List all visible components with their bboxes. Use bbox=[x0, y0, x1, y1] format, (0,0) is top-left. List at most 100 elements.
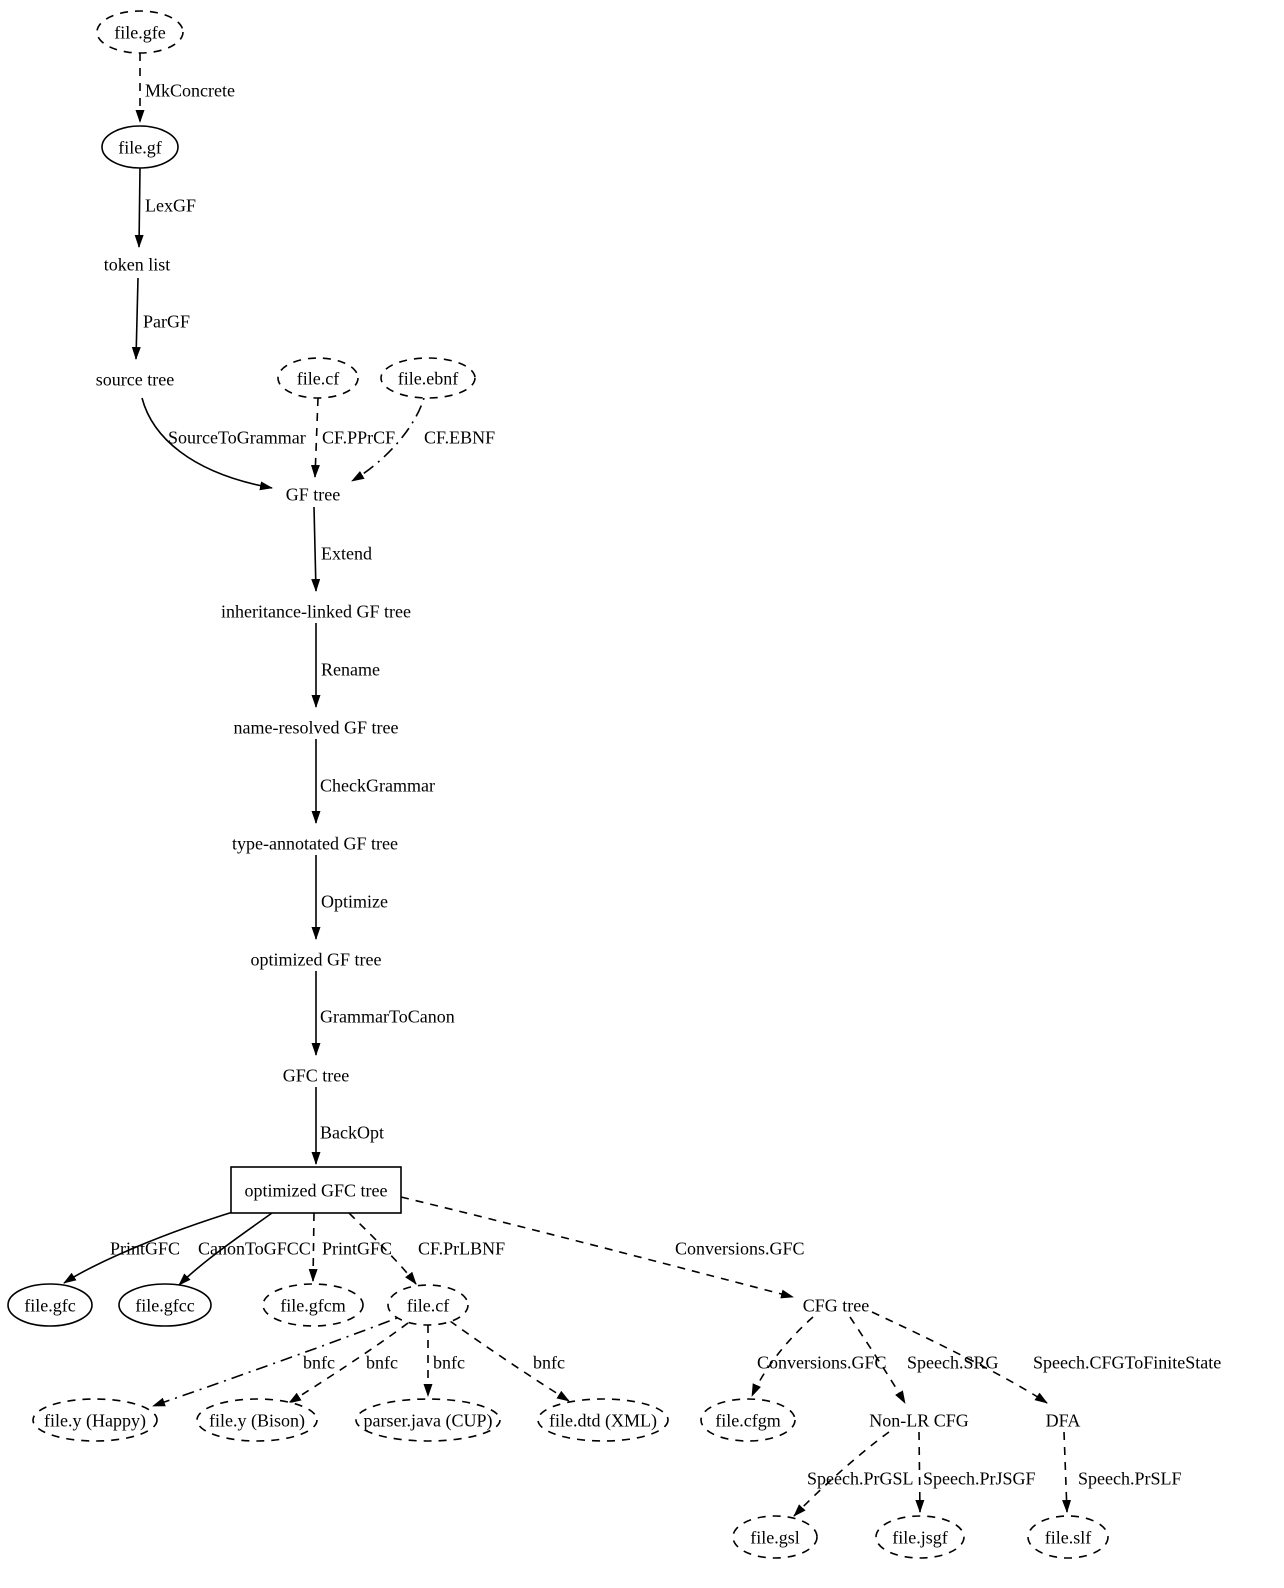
file-y-bison-label: file.y (Bison) bbox=[209, 1410, 305, 1431]
edge-label-non-lr-cfg--file-gsl: Speech.PrGSL bbox=[807, 1468, 914, 1488]
edge-line-dfa--file-slf bbox=[1062, 1431, 1072, 1513]
node-file-gfc: file.gfc bbox=[7, 1283, 93, 1327]
edge-file-cf-bottom--file-y-happy: bnfc bbox=[152, 1317, 398, 1407]
edge-optimized-gfc-tree--file-cf-bottom: CF.PrLBNF bbox=[348, 1212, 505, 1285]
edge-label-gf-tree--inheritance-linked-gf-tree: Extend bbox=[321, 543, 372, 563]
edge-line-non-lr-cfg--file-gsl bbox=[793, 1431, 890, 1517]
edge-label-token-list--source-tree: ParGF bbox=[143, 311, 190, 331]
edge-line-source-tree--gf-tree bbox=[141, 397, 273, 491]
gf-tree-label: GF tree bbox=[286, 484, 340, 504]
inheritance-linked-gf-tree-label: inheritance-linked GF tree bbox=[221, 601, 411, 621]
parser-java-cup-ellipse bbox=[355, 1398, 501, 1442]
source-tree-label: source tree bbox=[96, 369, 174, 389]
edge-label-source-tree--gf-tree: SourceToGrammar bbox=[168, 427, 306, 447]
file-gfc-ellipse bbox=[7, 1283, 93, 1327]
file-gfcc-ellipse bbox=[118, 1283, 212, 1327]
non-lr-cfg-label: Non-LR CFG bbox=[869, 1410, 969, 1430]
file-cfgm-ellipse bbox=[700, 1398, 796, 1442]
file-y-happy-label: file.y (Happy) bbox=[44, 1410, 146, 1431]
edge-label-file-gfe--file-gf: MkConcrete bbox=[145, 80, 235, 100]
node-gfc-tree: GFC tree bbox=[283, 1065, 350, 1085]
optimized-gfc-tree-box bbox=[230, 1166, 402, 1214]
edge-line-non-lr-cfg--file-jsgf bbox=[915, 1431, 925, 1513]
edge-optimized-gfc-tree--file-gfcm: PrintGFC bbox=[308, 1212, 392, 1282]
edge-line-token-list--source-tree bbox=[131, 277, 141, 360]
file-y-bison-ellipse bbox=[196, 1398, 318, 1442]
edge-label-file-ebnf--gf-tree: CF.EBNF bbox=[424, 427, 495, 447]
edge-label-type-annotated-gf-tree--optimized-gf-tree: Optimize bbox=[321, 891, 388, 911]
edge-file-gf--token-list: LexGF bbox=[134, 167, 196, 248]
node-gf-tree: GF tree bbox=[286, 484, 340, 504]
edge-label-optimized-gfc-tree--file-gfcm: PrintGFC bbox=[322, 1238, 392, 1258]
node-file-y-happy: file.y (Happy) bbox=[32, 1398, 158, 1442]
edge-dfa--file-slf: Speech.PrSLF bbox=[1062, 1431, 1182, 1513]
edge-label-file-cf-bottom--file-y-bison: bnfc bbox=[366, 1352, 398, 1372]
edge-file-ebnf--gf-tree: CF.EBNF bbox=[351, 397, 495, 482]
edge-optimized-gfc-tree--file-gfc: PrintGFC bbox=[63, 1210, 237, 1284]
edge-optimized-gfc-tree--cfg-tree: Conversions.GFC bbox=[400, 1196, 805, 1299]
file-dtd-xml-ellipse bbox=[537, 1398, 669, 1442]
edge-line-file-ebnf--gf-tree bbox=[351, 397, 425, 482]
edge-line-file-cf-top--gf-tree bbox=[310, 397, 320, 478]
file-gfcm-ellipse bbox=[262, 1283, 364, 1327]
edge-label-gfc-tree--optimized-gfc-tree: BackOpt bbox=[320, 1122, 384, 1142]
edge-label-non-lr-cfg--file-jsgf: Speech.PrJSGF bbox=[923, 1468, 1036, 1488]
edge-file-cf-bottom--file-y-bison: bnfc bbox=[288, 1322, 409, 1404]
file-gfe-label: file.gfe bbox=[114, 22, 165, 42]
edge-file-cf-top--gf-tree: CF.PPrCF bbox=[310, 397, 395, 478]
file-gfcm-label: file.gfcm bbox=[280, 1295, 345, 1315]
edge-label-cfg-tree--dfa: Speech.CFGToFiniteState bbox=[1033, 1352, 1221, 1372]
type-annotated-gf-tree-label: type-annotated GF tree bbox=[232, 833, 398, 853]
file-dtd-xml-label: file.dtd (XML) bbox=[549, 1410, 657, 1431]
edge-cfg-tree--non-lr-cfg: Speech.SRG bbox=[849, 1316, 999, 1404]
node-file-dtd-xml: file.dtd (XML) bbox=[537, 1398, 669, 1442]
file-gfe-ellipse bbox=[96, 10, 184, 54]
edge-label-cfg-tree--non-lr-cfg: Speech.SRG bbox=[907, 1352, 999, 1372]
node-file-gsl: file.gsl bbox=[732, 1515, 818, 1559]
file-cf-bottom-label: file.cf bbox=[407, 1295, 449, 1315]
edge-file-cf-bottom--parser-java-cup: bnfc bbox=[423, 1325, 465, 1397]
edge-cfg-tree--file-cfgm: Conversions.GFC bbox=[751, 1316, 887, 1397]
edge-gfc-tree--optimized-gfc-tree: BackOpt bbox=[311, 1087, 384, 1165]
edge-line-cfg-tree--file-cfgm bbox=[751, 1316, 814, 1397]
edge-optimized-gf-tree--gfc-tree: GrammarToCanon bbox=[311, 971, 455, 1056]
file-gfcc-label: file.gfcc bbox=[135, 1295, 194, 1315]
node-file-y-bison: file.y (Bison) bbox=[196, 1398, 318, 1442]
node-cfg-tree: CFG tree bbox=[803, 1295, 870, 1315]
name-resolved-gf-tree-label: name-resolved GF tree bbox=[234, 717, 399, 737]
edge-line-file-cf-bottom--file-dtd-xml bbox=[449, 1320, 570, 1402]
edge-label-optimized-gfc-tree--file-gfcc: CanonToGFCC bbox=[198, 1238, 311, 1258]
edge-token-list--source-tree: ParGF bbox=[131, 277, 190, 360]
edge-label-inheritance-linked-gf-tree--name-resolved-gf-tree: Rename bbox=[321, 659, 380, 679]
edge-cfg-tree--dfa: Speech.CFGToFiniteState bbox=[871, 1311, 1221, 1404]
gfc-tree-label: GFC tree bbox=[283, 1065, 350, 1085]
file-cf-top-ellipse bbox=[277, 357, 359, 399]
edge-inheritance-linked-gf-tree--name-resolved-gf-tree: Rename bbox=[311, 623, 380, 708]
node-file-gfcc: file.gfcc bbox=[118, 1283, 212, 1327]
file-cf-top-label: file.cf bbox=[297, 368, 339, 388]
edge-line-file-cf-bottom--file-y-bison bbox=[288, 1322, 409, 1404]
file-slf-ellipse bbox=[1027, 1515, 1109, 1559]
file-cf-bottom-ellipse bbox=[387, 1284, 469, 1326]
edge-line-optimized-gfc-tree--file-gfcm bbox=[308, 1212, 318, 1282]
edge-line-optimized-gfc-tree--file-gfc bbox=[63, 1210, 237, 1284]
edge-label-file-gf--token-list: LexGF bbox=[145, 195, 196, 215]
edge-line-optimized-gfc-tree--cfg-tree bbox=[400, 1196, 794, 1299]
edge-label-file-cf-bottom--parser-java-cup: bnfc bbox=[433, 1352, 465, 1372]
file-ebnf-ellipse bbox=[380, 357, 476, 399]
file-gsl-label: file.gsl bbox=[750, 1527, 800, 1547]
node-file-cf-top: file.cf bbox=[277, 357, 359, 399]
edge-optimized-gfc-tree--file-gfcc: CanonToGFCC bbox=[178, 1212, 311, 1286]
optimized-gf-tree-label: optimized GF tree bbox=[251, 949, 382, 969]
edge-line-optimized-gfc-tree--file-cf-bottom bbox=[348, 1212, 417, 1285]
node-non-lr-cfg: Non-LR CFG bbox=[869, 1410, 969, 1430]
node-parser-java-cup: parser.java (CUP) bbox=[355, 1398, 501, 1442]
node-file-jsgf: file.jsgf bbox=[875, 1515, 965, 1559]
edge-line-cfg-tree--dfa bbox=[871, 1311, 1048, 1404]
edge-label-optimized-gfc-tree--cfg-tree: Conversions.GFC bbox=[675, 1238, 805, 1258]
dfa-label: DFA bbox=[1046, 1410, 1081, 1430]
optimized-gfc-tree-label: optimized GFC tree bbox=[245, 1180, 388, 1200]
node-optimized-gfc-tree: optimized GFC tree bbox=[230, 1166, 402, 1214]
